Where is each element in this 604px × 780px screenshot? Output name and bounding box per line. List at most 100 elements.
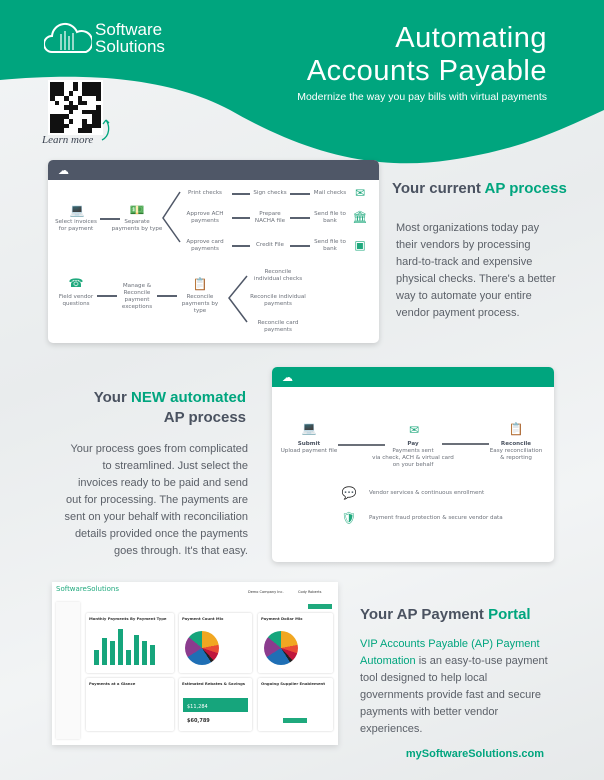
panel-title: Payment Count Mix bbox=[182, 616, 224, 621]
cloud-logo-icon bbox=[44, 22, 92, 53]
qr-module bbox=[73, 100, 78, 106]
pie-chart bbox=[185, 631, 219, 665]
user-name: Cody Roberts bbox=[298, 590, 322, 594]
qr-module bbox=[59, 123, 64, 129]
portal-heading: Your AP Payment Portal bbox=[360, 606, 531, 623]
qr-module bbox=[50, 105, 55, 110]
qr-module bbox=[82, 82, 88, 87]
step-title: Reconcile bbox=[500, 441, 532, 447]
qr-code[interactable] bbox=[48, 80, 103, 135]
qr-module bbox=[68, 119, 74, 124]
qr-module bbox=[87, 105, 92, 110]
qr-module bbox=[87, 82, 92, 87]
qr-module bbox=[73, 119, 78, 124]
flow-step: Approve card payments bbox=[186, 239, 224, 252]
step-title: Submit bbox=[297, 441, 321, 447]
qr-module bbox=[96, 128, 101, 133]
qr-module bbox=[91, 100, 97, 106]
qr-module bbox=[73, 109, 78, 115]
step-desc: via check, ACH & virtual card bbox=[372, 455, 454, 461]
qr-module bbox=[54, 95, 60, 101]
flow-step: Mail checks bbox=[313, 190, 347, 196]
learn-more-link[interactable]: Learn more bbox=[42, 134, 94, 146]
qr-module bbox=[96, 109, 101, 115]
laptop-icon: 💻 bbox=[301, 421, 317, 435]
qr-module bbox=[73, 128, 78, 133]
qr-module bbox=[59, 86, 64, 92]
qr-module bbox=[96, 123, 101, 129]
bar bbox=[102, 638, 107, 665]
portal-link[interactable]: VIP Accounts Payable (AP) Payment Automa… bbox=[360, 638, 540, 667]
flow-step: Reconcile payments by type bbox=[181, 294, 219, 314]
qr-module bbox=[59, 114, 64, 120]
qr-module bbox=[68, 109, 74, 115]
flow-step: Reconcile individual payments bbox=[250, 294, 306, 307]
flow-step: Field vendor questions bbox=[58, 294, 94, 307]
qr-module bbox=[50, 82, 55, 87]
qr-module bbox=[91, 105, 97, 110]
qr-module bbox=[54, 109, 60, 115]
qr-module bbox=[63, 114, 69, 120]
qr-module bbox=[63, 82, 69, 87]
step-desc: Easy reconciliation bbox=[489, 448, 543, 454]
qr-module bbox=[87, 123, 92, 129]
flow-step: Manage & Reconcile payment exceptions bbox=[121, 283, 153, 310]
qr-module bbox=[50, 114, 55, 120]
subtitle: Modernize the way you pay bills with vir… bbox=[297, 91, 547, 103]
qr-module bbox=[54, 114, 60, 120]
qr-module bbox=[77, 91, 83, 96]
savings-value: $60,789 bbox=[187, 718, 210, 724]
website-link[interactable]: mySoftwareSolutions.com bbox=[405, 748, 544, 760]
qr-module bbox=[77, 109, 83, 115]
qr-module bbox=[63, 128, 69, 133]
check-icon: ✉ bbox=[354, 186, 366, 200]
qr-module bbox=[96, 95, 101, 101]
qr-module bbox=[54, 86, 60, 92]
qr-module bbox=[54, 91, 60, 96]
qr-module bbox=[82, 86, 88, 92]
feature-text: Payment fraud protection & secure vendor… bbox=[369, 515, 503, 521]
qr-module bbox=[68, 86, 74, 92]
qr-module bbox=[63, 86, 69, 92]
qr-module bbox=[50, 91, 55, 96]
step-desc: Upload payment file bbox=[280, 448, 338, 454]
qr-module bbox=[91, 114, 97, 120]
qr-module bbox=[68, 128, 74, 133]
qr-module bbox=[68, 91, 74, 96]
laptop-icon: 💻 bbox=[69, 203, 85, 217]
qr-module bbox=[68, 123, 74, 129]
qr-module bbox=[87, 91, 92, 96]
clipboard-icon: 📋 bbox=[508, 422, 524, 436]
qr-module bbox=[91, 91, 97, 96]
qr-module bbox=[73, 114, 78, 120]
qr-module bbox=[87, 95, 92, 101]
qr-module bbox=[96, 105, 101, 110]
phone-chat-icon: ☎ bbox=[68, 276, 84, 290]
qr-module bbox=[59, 95, 64, 101]
qr-module bbox=[77, 123, 83, 129]
qr-module bbox=[73, 105, 78, 110]
qr-module bbox=[96, 119, 101, 124]
qr-module bbox=[54, 105, 60, 110]
qr-module bbox=[63, 91, 69, 96]
qr-module bbox=[87, 86, 92, 92]
bank-icon: 🏛 bbox=[352, 210, 368, 224]
qr-module bbox=[50, 123, 55, 129]
logo-text: Software bbox=[95, 20, 163, 39]
qr-module bbox=[68, 105, 74, 110]
cloud-icon: ☁ bbox=[282, 370, 293, 384]
qr-module bbox=[82, 91, 88, 96]
qr-module bbox=[77, 86, 83, 92]
qr-module bbox=[50, 119, 55, 124]
clipboard-icon: 📋 bbox=[192, 277, 208, 291]
qr-module bbox=[82, 128, 88, 133]
new-process-card: ☁ bbox=[272, 367, 554, 562]
qr-module bbox=[59, 119, 64, 124]
new-process-text: Your process goes from complicated to st… bbox=[64, 443, 248, 557]
qr-module bbox=[91, 128, 97, 133]
qr-module bbox=[50, 128, 55, 133]
feature-text: Vendor services & continuous enrollment bbox=[369, 490, 485, 496]
qr-module bbox=[96, 100, 101, 106]
qr-module bbox=[96, 82, 101, 87]
